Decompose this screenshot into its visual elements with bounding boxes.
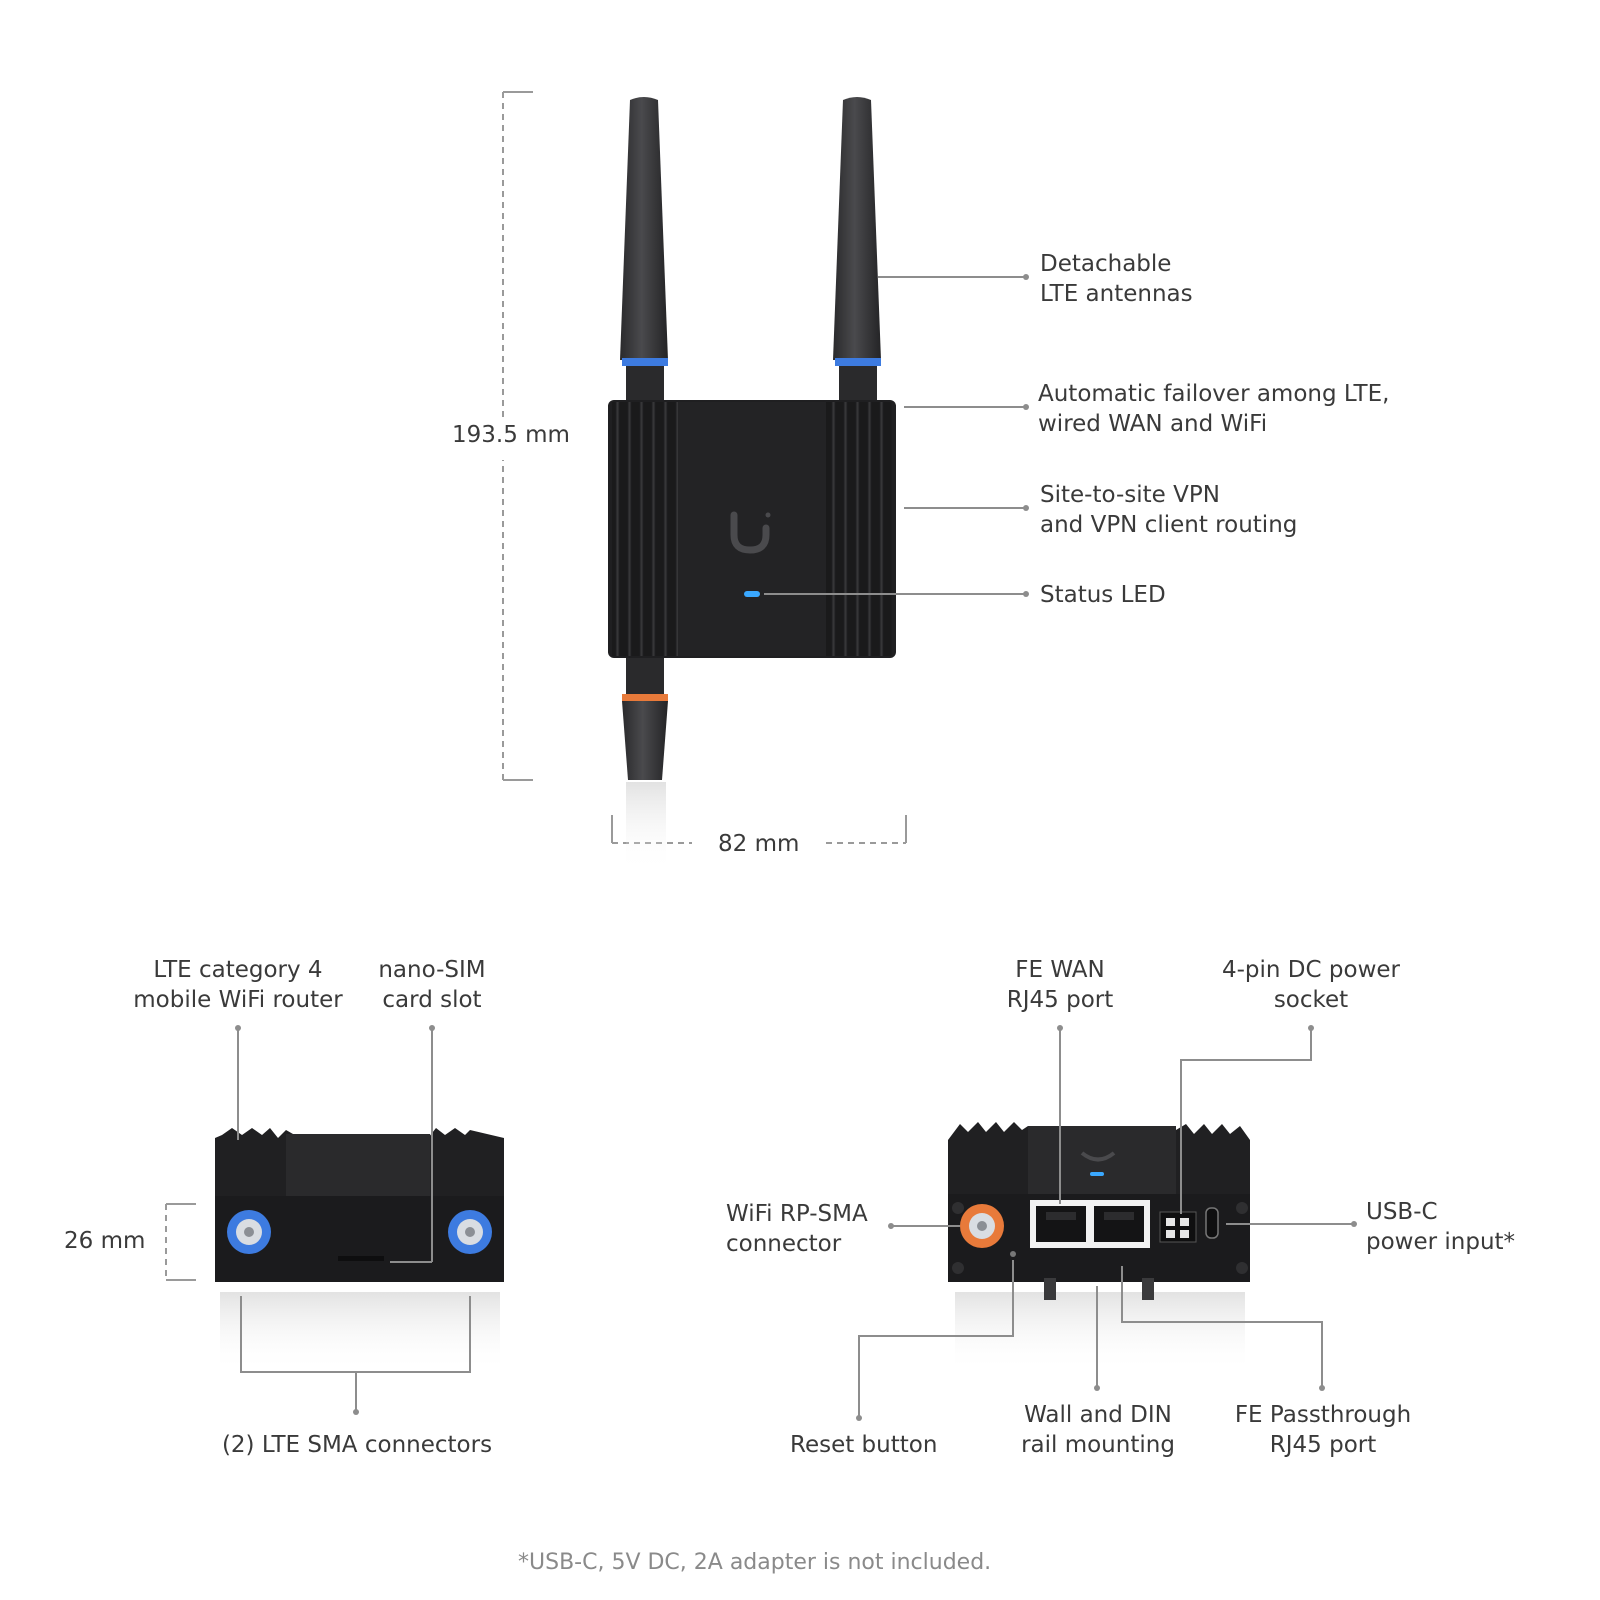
callout-reset-button: Reset button	[790, 1432, 938, 1458]
status-led	[744, 591, 760, 597]
antenna-bottom	[622, 656, 668, 872]
width-dimension-label: 82 mm	[718, 831, 800, 857]
width-dimension-line	[611, 815, 907, 844]
callout-lte-sma: (2) LTE SMA connectors	[221, 1432, 493, 1458]
callout-automatic-failover: Automatic failover among LTE,wired WAN a…	[1038, 381, 1390, 437]
depth-dimension-line	[165, 1203, 196, 1281]
router-body-front	[608, 400, 896, 658]
right-view-callout-lines	[856, 1025, 1357, 1421]
footnote: *USB-C, 5V DC, 2A adapter is not include…	[518, 1550, 992, 1575]
depth-dimension-label: 26 mm	[64, 1228, 146, 1254]
usb-c-port	[1205, 1207, 1219, 1239]
dc-power-socket	[1159, 1211, 1197, 1243]
antenna-left	[620, 97, 668, 402]
front-callout-lines	[764, 274, 1029, 597]
lte-sma-connector-left-icon	[227, 1210, 271, 1254]
nano-sim-slot	[338, 1256, 384, 1261]
reset-button	[1010, 1251, 1016, 1257]
lte-sma-connector-right-icon	[448, 1210, 492, 1254]
wifi-rp-sma-connector-icon	[960, 1204, 1004, 1248]
rj45-ports	[1030, 1200, 1150, 1248]
ubiquiti-logo-icon	[730, 511, 771, 554]
left-view-callout-lines	[235, 1025, 471, 1415]
height-dimension-label: 193.5 mm	[452, 422, 570, 448]
antenna-right	[833, 97, 881, 402]
callout-status-led: Status LED	[1040, 582, 1166, 608]
